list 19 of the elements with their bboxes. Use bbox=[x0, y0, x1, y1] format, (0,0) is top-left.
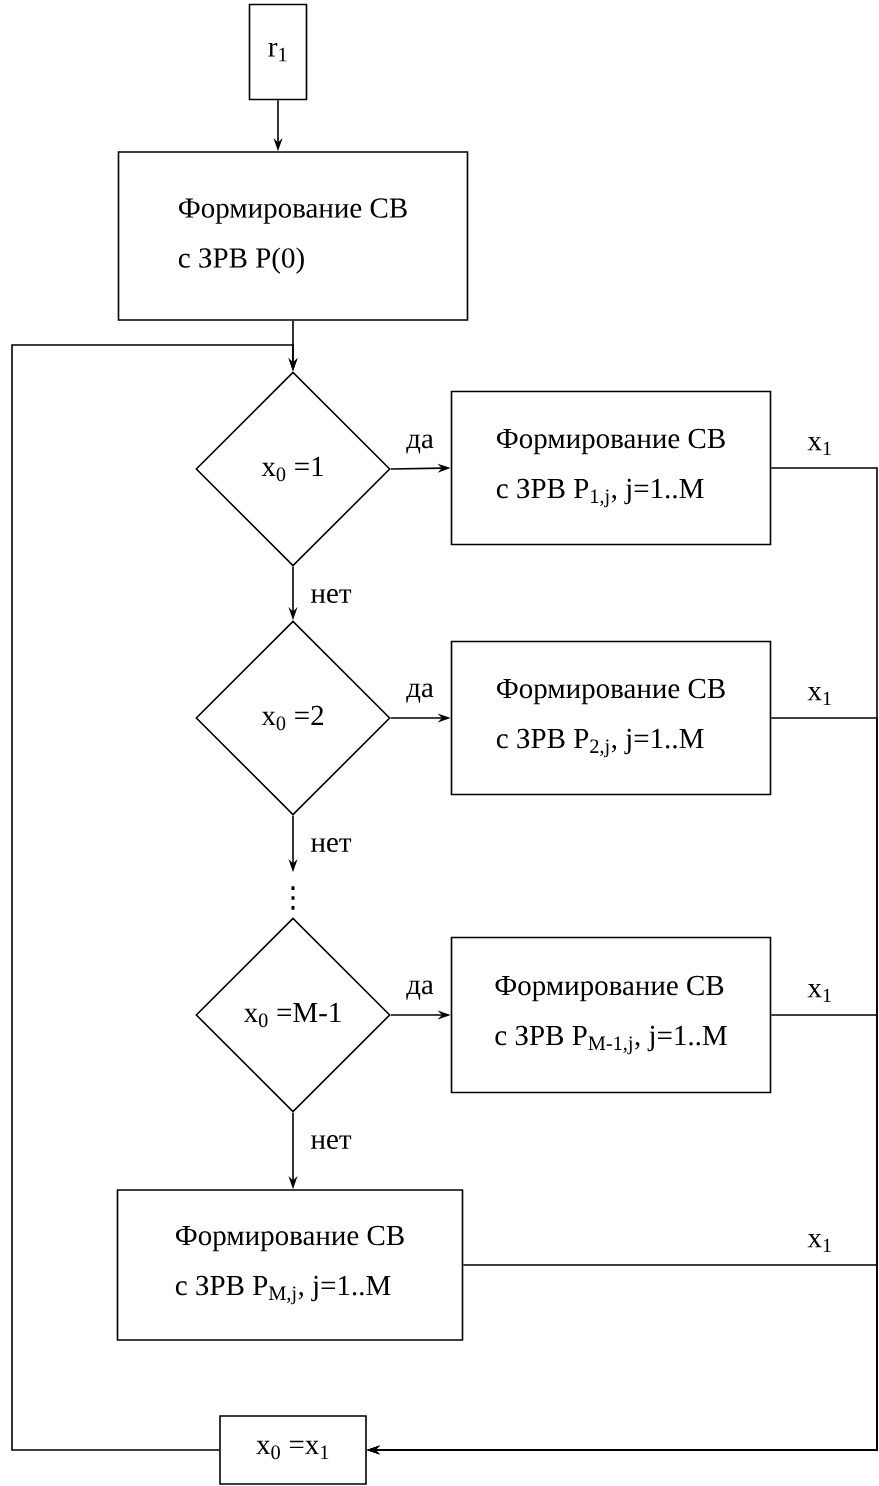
arrow bbox=[11, 344, 298, 1451]
edge-label: да bbox=[405, 682, 435, 704]
continuation-dots: ⋮ bbox=[291, 886, 295, 910]
edge-label: нет bbox=[309, 837, 353, 853]
edge-label: x$_{1}$ bbox=[806, 435, 834, 457]
box: r$_{1}$ bbox=[248, 3, 308, 101]
edge-label: нет bbox=[309, 588, 353, 604]
box: x$_{0}$ =x$_{1}$ bbox=[219, 1415, 367, 1485]
process-box: Формирование СВ с ЗРВ P$_{1,j}$, j=1..M bbox=[450, 390, 772, 546]
edge-label: нет bbox=[309, 1134, 353, 1150]
process-box: Формирование СВ с ЗРВ P$_{M,j}$, j=1..M bbox=[116, 1189, 464, 1341]
edge-label: да bbox=[405, 433, 435, 455]
process-box: Формирование СВ с ЗРВ P$_{2,j}$, j=1..M bbox=[450, 640, 772, 796]
edge-label: x$_{1}$ bbox=[806, 685, 834, 707]
process-box: Формирование СВ с ЗРВ P$_{M-1,j}$, j=1..M bbox=[450, 936, 772, 1094]
process-box: Формирование СВ с ЗРВ P(0) bbox=[117, 151, 469, 321]
edge-label: x$_{1}$ bbox=[806, 982, 834, 1004]
edge-label: x$_{1}$ bbox=[806, 1232, 834, 1254]
edge-label: да bbox=[405, 979, 435, 1001]
